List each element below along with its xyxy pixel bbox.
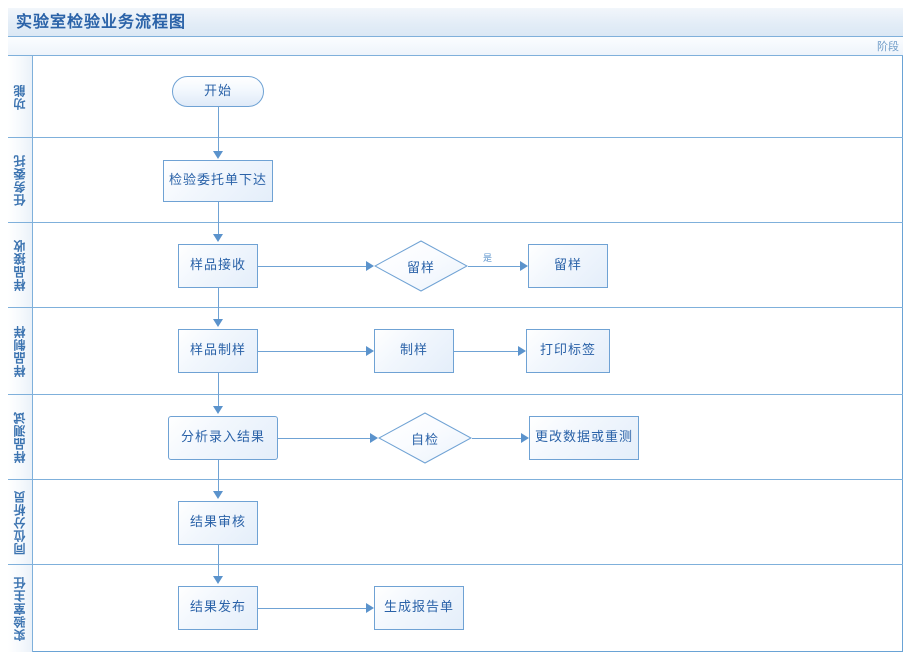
node-start[interactable]: 开始 [172,76,264,107]
lane-label-analyst: 同位分析员 [8,480,33,564]
connector-prep-to-make [258,351,368,352]
connector-review-to-publish [218,545,219,565]
lane-label-lab-director: 实验室主任 [8,565,33,652]
lane-label-function: 功能 [8,56,33,137]
connector-test-to-review [218,460,219,480]
connector-into-prep [218,308,219,320]
arrowhead-decision-to-retain [520,261,528,271]
lane-body-task-entrust: 检验委托单下达 [33,138,903,223]
connector-selfcheck-to-modify [472,438,523,439]
node-result-publish[interactable]: 结果发布 [178,586,258,630]
arrowhead-into-prep [213,319,223,327]
node-dispatch-order[interactable]: 检验委托单下达 [163,160,273,202]
lane-body-analyst: 结果审核 [33,480,903,565]
node-dispatch-order-label: 检验委托单下达 [168,173,267,189]
node-enter-results[interactable]: 分析录入结果 [168,416,278,460]
lane-body-sample-test: 分析录入结果 自检 [33,395,903,480]
node-start-label: 开始 [203,83,232,99]
connector-into-test [218,395,219,407]
arrowhead-selfcheck-to-modify [521,433,529,443]
lane-label-lab-director-text: 实验室主任 [13,576,27,641]
lane-label-sample-test: 样品测试 [8,395,33,479]
node-sample-receive-label: 样品接收 [189,258,246,274]
node-modify-or-retest-label: 更改数据或重测 [534,430,633,446]
arrowhead-prep-to-make [366,346,374,356]
node-self-check[interactable]: 自检 [378,412,472,464]
swimlane-analyst: 同位分析员 结果审核 [8,480,903,565]
node-prep[interactable]: 制样 [374,329,454,373]
lane-label-sample-receive: 样品接收 [8,223,33,307]
swimlane-function: 功能 开始 [8,56,903,138]
connector-into-receive [218,223,219,235]
arrowhead-into-publish [213,576,223,584]
node-enter-results-label: 分析录入结果 [180,430,265,446]
arrowhead-results-to-selfcheck [370,433,378,443]
page-title: 实验室检验业务流程图 [16,12,187,31]
node-print-label-text: 打印标签 [539,343,596,359]
swimlane-sample-receive: 样品接收 样品接收 [8,223,903,308]
lane-label-task-entrust-text: 任务委托 [13,154,27,206]
arrowhead-into-receive [213,234,223,242]
node-generate-report[interactable]: 生成报告单 [374,586,464,630]
lane-label-analyst-text: 同位分析员 [13,489,27,555]
connector-receive-to-prep [218,288,219,308]
node-retain-decision[interactable]: 留样 [374,240,468,292]
node-retain-sample[interactable]: 留样 [528,244,608,288]
lane-label-function-text: 功能 [13,83,27,110]
lane-label-sample-prep: 样品制样 [8,308,33,394]
connector-into-publish [218,565,219,577]
arrowhead-into-test [213,406,223,414]
swimlane-task-entrust: 任务委托 检验委托单下达 [8,138,903,223]
node-print-label[interactable]: 打印标签 [526,329,610,373]
node-result-publish-label: 结果发布 [189,600,246,616]
node-retain-sample-label: 留样 [553,258,582,274]
lane-label-sample-receive-text: 样品接收 [13,239,27,291]
connector-publish-to-report [258,608,368,609]
arrowhead-receive-to-decision [366,261,374,271]
connector-into-review [218,480,219,492]
node-self-check-label: 自检 [410,432,439,448]
node-generate-report-label: 生成报告单 [383,600,454,616]
lane-body-sample-receive: 样品接收 留样 [33,223,903,308]
lane-body-sample-prep: 样品制样 制样 打印标签 [33,308,903,395]
node-sample-prep-label: 样品制样 [189,343,246,359]
edge-label-yes: 是 [483,254,493,264]
connector-make-to-print [454,351,520,352]
swimlane-lab-director: 实验室主任 结果发布 生成报告单 [8,565,903,652]
connector-prep-to-test [218,373,219,395]
arrowhead-into-dispatch [213,151,223,159]
node-retain-decision-label: 留样 [406,260,435,276]
node-sample-receive[interactable]: 样品接收 [178,244,258,288]
node-sample-prep[interactable]: 样品制样 [178,329,258,373]
diagram-title-bar: 实验室检验业务流程图 [8,8,903,37]
node-prep-label: 制样 [399,343,428,359]
lane-body-lab-director: 结果发布 生成报告单 [33,565,903,652]
node-modify-or-retest[interactable]: 更改数据或重测 [529,416,639,460]
swimlane-sample-prep: 样品制样 样品制样 制样 打印标签 [8,308,903,395]
node-result-review-label: 结果审核 [189,515,246,531]
connector-receive-to-decision [258,266,368,267]
connector-results-to-selfcheck [278,438,372,439]
swimlane-sample-test: 样品测试 分析录入结果 [8,395,903,480]
connector-into-dispatch [218,138,219,152]
connector-start-to-dispatch [218,107,219,138]
phase-header-row: 阶段 [8,37,903,56]
phase-header-label: 阶段 [877,39,899,53]
lane-body-function: 开始 [33,56,903,138]
lane-label-task-entrust: 任务委托 [8,138,33,222]
arrowhead-make-to-print [518,346,526,356]
connector-dispatch-to-receive [218,202,219,223]
arrowhead-into-review [213,491,223,499]
connector-decision-to-retain [468,266,522,267]
arrowhead-publish-to-report [366,603,374,613]
lane-label-sample-prep-text: 样品制样 [13,325,27,377]
lane-label-sample-test-text: 样品测试 [13,411,27,463]
node-result-review[interactable]: 结果审核 [178,501,258,545]
